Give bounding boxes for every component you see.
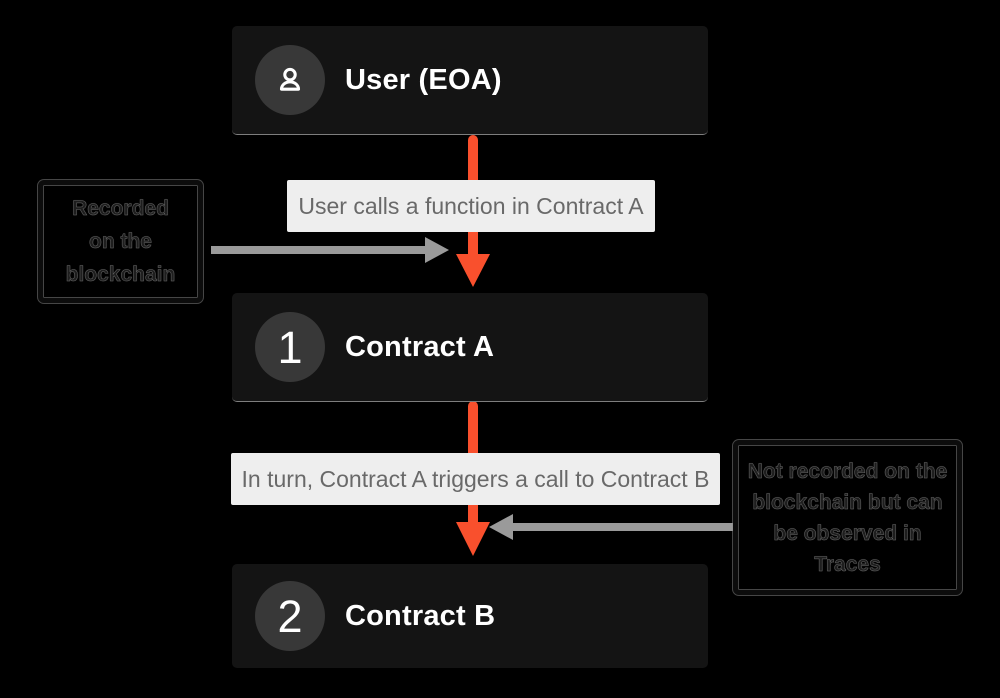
note-text-line: Recorded [72, 197, 169, 221]
node-title: Contract B [345, 599, 496, 632]
node-title: User (EOA) [345, 63, 502, 96]
node-contract-b: 2 Contract B [232, 564, 708, 668]
user-icon [279, 67, 301, 91]
node-title: Contract A [345, 330, 495, 363]
note-text-line: blockchain [65, 263, 176, 287]
step-number: 2 [277, 590, 303, 642]
note-text-line: Traces [814, 552, 881, 576]
note-text-line: Not recorded on the [747, 459, 948, 483]
arrow-right-icon [211, 237, 449, 263]
edge-label-a-to-b: In turn, Contract A triggers a call to C… [231, 453, 720, 505]
note-text-line: blockchain but can [752, 490, 943, 514]
node-contract-a: 1 Contract A [232, 293, 708, 402]
step-badge: 2 [255, 581, 325, 651]
note-text-line: be observed in [773, 521, 922, 545]
note-not-recorded-observed-in-traces: Not recorded on the blockchain but can b… [733, 440, 962, 595]
node-user-eoa: User (EOA) [232, 26, 708, 135]
step-badge: 1 [255, 312, 325, 382]
avatar [255, 45, 325, 115]
note-text-line: on the [89, 230, 153, 254]
note-recorded-on-blockchain: Recorded on the blockchain [38, 180, 203, 303]
arrow-left-icon [489, 514, 734, 540]
edge-label-user-to-a: User calls a function in Contract A [287, 180, 655, 232]
step-number: 1 [277, 321, 303, 373]
